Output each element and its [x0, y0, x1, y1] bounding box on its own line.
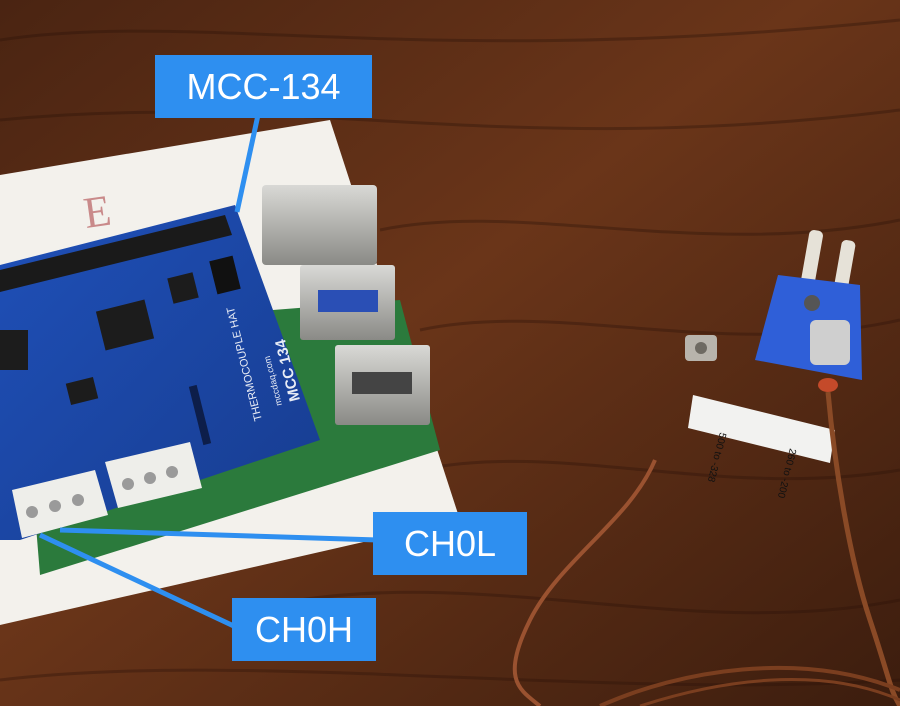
wire-coil — [599, 665, 900, 706]
ic-chip-left — [0, 330, 28, 370]
gpio-header — [0, 215, 232, 292]
connector-tag — [688, 395, 835, 463]
ethernet-port — [262, 185, 377, 265]
usb-insert-bottom — [352, 372, 412, 394]
leader-mcc134 — [234, 114, 261, 213]
connector-clamp — [810, 320, 850, 365]
callout-mcc134: MCC-134 — [155, 55, 372, 118]
address-jumpers — [209, 255, 241, 295]
board-slot — [188, 384, 212, 446]
usb3-insert-top — [318, 290, 378, 312]
callout-leaders — [38, 114, 379, 631]
leader-ch0h — [38, 532, 240, 631]
wood-grain — [0, 18, 900, 687]
connector-pin-left — [801, 230, 823, 286]
ic-chip — [95, 299, 155, 351]
connector-screw — [804, 295, 820, 311]
small-chip-2 — [167, 272, 199, 304]
callout-ch0l: CH0L — [373, 512, 527, 575]
wire-boot — [818, 378, 838, 392]
terminal-screws — [26, 466, 178, 518]
loose-wire — [512, 459, 657, 706]
leader-ch0l — [59, 527, 379, 543]
callout-ch0h: CH0H — [232, 598, 376, 661]
small-chip — [65, 376, 99, 406]
